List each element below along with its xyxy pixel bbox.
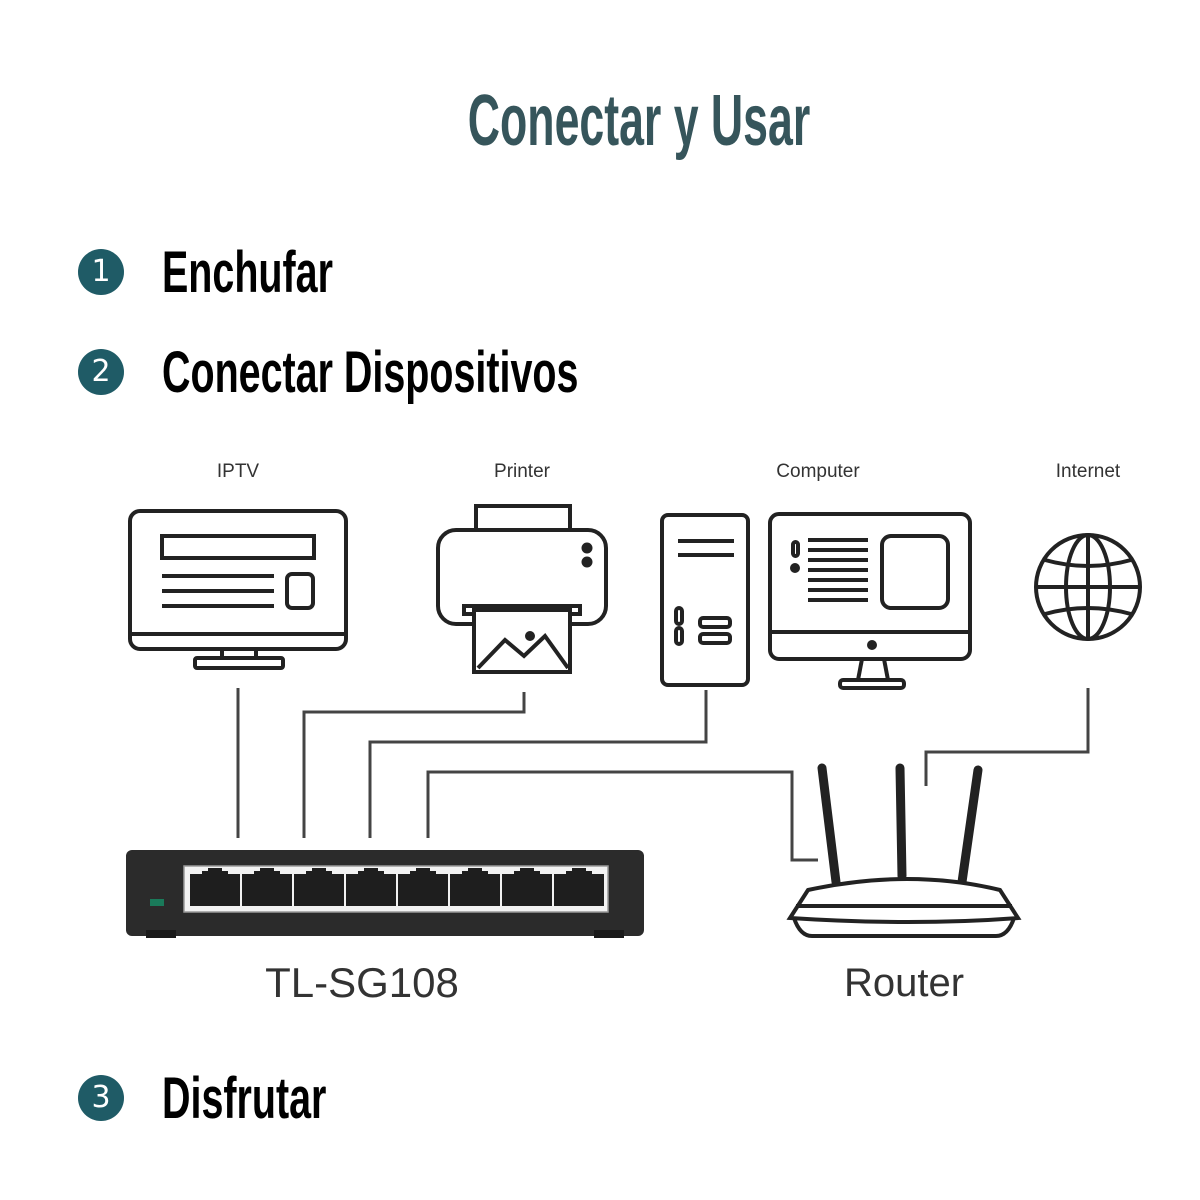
iptv-label: IPTV [217,461,260,482]
step-2: 2 Conectar Dispositivos [78,340,774,405]
router-icon [786,763,1022,938]
ethernet-ports [190,868,604,906]
computer-label: Computer [776,461,860,482]
router-label: Router [844,961,964,1005]
status-led [150,899,164,906]
monitor-icon [768,512,972,690]
computer-tower-icon [660,513,750,687]
cables [236,688,1090,862]
step-1: 1 Enchufar [78,240,413,305]
globe-icon [1034,533,1142,641]
printer-label: Printer [494,461,551,482]
tv-icon [128,509,348,670]
step-number-badge: 2 [78,349,124,395]
step-3: 3 Disfrutar [78,1066,404,1131]
step-label: Enchufar [162,239,333,305]
step-label: Disfrutar [162,1065,327,1131]
network-diagram: IPTV Printer Computer Internet [126,461,1142,1006]
internet-label: Internet [1056,461,1121,482]
page-title: Conectar y Usar [467,81,811,161]
step-number-badge: 1 [78,249,124,295]
switch-device [126,850,644,938]
step-number-badge: 3 [78,1075,124,1121]
printer-icon [436,504,608,674]
switch-label: TL-SG108 [265,959,459,1006]
step-label: Conectar Dispositivos [162,339,579,405]
